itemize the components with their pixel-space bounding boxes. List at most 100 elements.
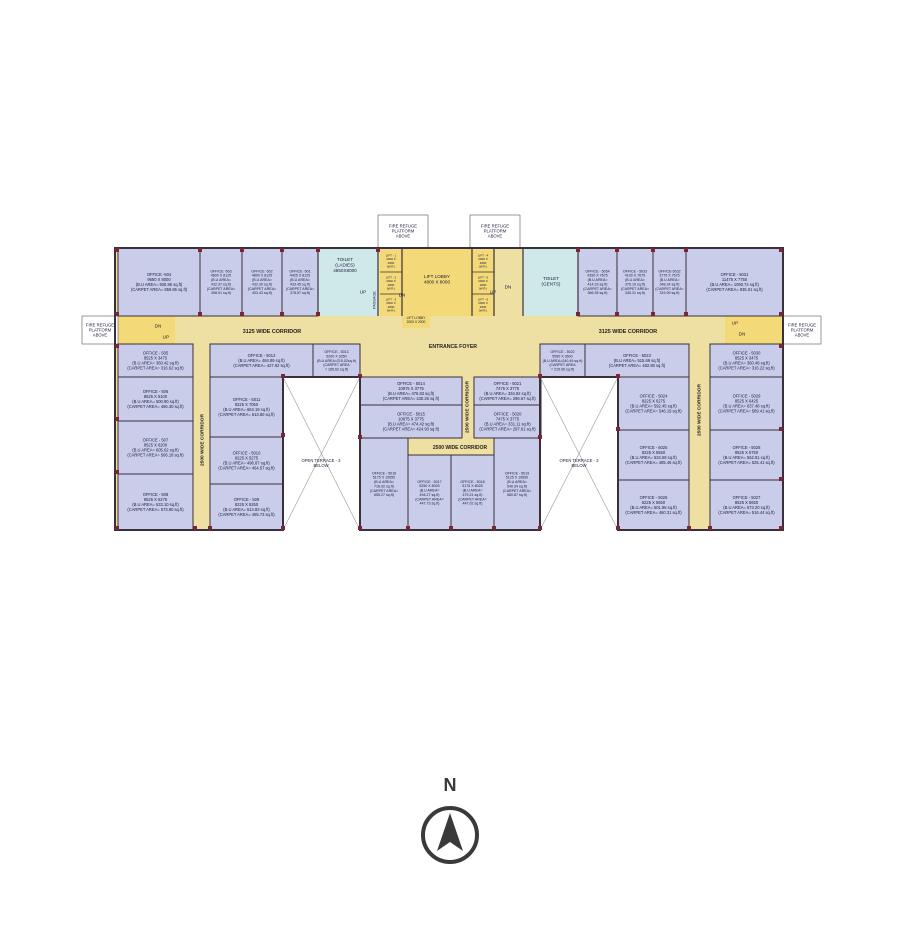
office-room-5014 [359, 376, 463, 406]
fire-refuge-left-label-line: PLATFORM [89, 328, 112, 333]
column [616, 374, 620, 378]
stair-up-label-right-wing: UP [732, 321, 738, 326]
column [280, 248, 284, 252]
lift-right-label-1-line: 2800 [480, 261, 487, 265]
column [538, 435, 542, 439]
column [376, 248, 380, 252]
office-room-5013 [312, 343, 361, 378]
office-label-504-line: (B.U AREA= 928.86 sq.ft) [136, 282, 183, 287]
stair-up-label: UP [360, 290, 366, 295]
corridor-2500-right-label: 2500 WIDE CORRIDOR [697, 383, 703, 436]
office-label-5029-line: (CARPET AREA= 589.41 sq.ft) [718, 408, 775, 413]
office-label-5012-line: (CARPET AREA= 427.92 sq.ft) [233, 363, 290, 368]
office-label-5012-line: (B.U AREA= 484.89 sq.ft) [238, 358, 285, 363]
office-label-5016-line: 5175 X 10650 [373, 476, 395, 480]
office-label-505-line: (CARPET AREA= 316.62 sq.ft) [127, 365, 184, 370]
lift-right-label-2-line: LIFT - 5 [478, 276, 489, 280]
office-room-509 [209, 483, 284, 531]
office-room-5025 [617, 429, 690, 481]
office-label-5013-line: (B.U AREA=215.02sq.ft) [317, 359, 356, 363]
fire-refuge-top-right-label-line: ABOVE [488, 234, 503, 239]
office-label-5011-line: (B.U AREA= 664.19 sq.ft) [223, 407, 270, 412]
office-label-5028-line: (B.U AREA= 562.81 sq.ft) [723, 455, 770, 460]
office-label-506-line: (B.U AREA= 500.90 sq.ft) [132, 399, 179, 404]
office-room-5015 [359, 404, 463, 439]
office-label-5031-line: (B.U AREA= 1090.74 sq.ft) [710, 282, 759, 287]
office-label-5015-line: (B.U AREA= 474.42 sq.ft) [388, 421, 435, 426]
lift-right-label-1-line: 2000 X [478, 257, 488, 261]
office-label-503-line: 398.01 sq.ft) [211, 291, 231, 295]
office-label-5031-line: 11475 X 7750 [722, 277, 748, 282]
office-room-5026 [617, 479, 690, 531]
office-label-5033-line: 345.31 sq.ft) [625, 291, 645, 295]
fire-refuge-left-label-line: ABOVE [93, 333, 108, 338]
column [198, 312, 202, 316]
column [281, 374, 285, 378]
office-label-5017-line: 447.73 sq.ft) [420, 502, 440, 506]
office-label-502-line: 403.43 sq.ft) [252, 291, 272, 295]
office-label-5032-line: (B.U AREA= [660, 278, 680, 282]
office-label-505-line: (B.U AREA= 360.42 sq.ft) [132, 360, 179, 365]
column [684, 312, 688, 316]
office-label-503-line: 4600 X 8125 [211, 274, 231, 278]
office-label-5020-line: OFFICE - 5020 [494, 411, 522, 416]
column [616, 526, 620, 530]
office-label-5021-line: (CARPET AREA= 296.67 sq.ft) [479, 396, 536, 401]
column [576, 312, 580, 316]
office-label-504-line: OFFICE -504 [147, 272, 172, 277]
office-label-5034-line: 414.23 sq.ft) [588, 283, 608, 287]
office-label-5018-line: 479.21 sq.ft) [463, 493, 483, 497]
office-label-5027-line: (CARPET AREA= 516.44 sq.ft) [718, 510, 775, 515]
office-label-501-line: 378.57 sq.ft) [290, 291, 310, 295]
column [115, 526, 119, 530]
office-room-5017 [407, 454, 452, 531]
toilet-ladies-label-line: TOILET [337, 257, 353, 262]
fire-refuge-top-left-label-line: PLATFORM [392, 229, 415, 234]
office-label-509-line: (B.U AREA= 514.83 sq.ft) [223, 507, 270, 512]
office-label-5020-line: (CARPET AREA= 297.61 sq.ft) [479, 426, 536, 431]
office-room-5011 [209, 376, 284, 438]
column [492, 526, 496, 530]
office-label-5026-line: (B.U AREA= 501.95 sq.ft) [630, 505, 677, 510]
stair-dn-label-left-wing: DN [155, 324, 162, 329]
office-label-5026-line: (CARPET AREA= 460.31 sq.ft) [625, 510, 682, 515]
column [779, 248, 783, 252]
office-label-5016-line: 716.02 sq.ft) [374, 485, 394, 489]
office-room-5029 [709, 376, 784, 431]
corridor-label-right: 3125 WIDE CORRIDOR [599, 329, 658, 335]
toilet-ladies-label-line: 4850X8000 [333, 268, 357, 273]
office-room-5024 [617, 376, 690, 431]
office-label-502-line: (CARPET AREA= [248, 287, 276, 291]
office-label-5017-line: (B.U AREA= [420, 489, 440, 493]
office-label-5024-line: (B.U AREA= 592.45 sq.ft) [630, 403, 677, 408]
office-room-5019 [493, 437, 541, 531]
office-label-5024-line: (CARPET AREA= 546.19 sq.ft) [625, 408, 682, 413]
office-label-5026-line: OFFICE - 5026 [640, 495, 668, 500]
plan-fills [81, 214, 822, 531]
office-label-5015-line: (CARPET AREA= 424.93 sq.ft) [383, 426, 440, 431]
terrace-diagonal [539, 376, 619, 531]
column [538, 526, 542, 530]
office-label-5027-line: OFFICE - 5027 [733, 495, 761, 500]
office-label-5022-line: OFFICE - 5022 [550, 350, 574, 354]
north-compass: N [400, 775, 500, 875]
column [449, 526, 453, 530]
column [316, 312, 320, 316]
lift-left-label-2-line: (W.R.) [387, 287, 396, 291]
corridor-2500-center-v-label: 2500 WIDE CORRIDOR [465, 380, 471, 433]
